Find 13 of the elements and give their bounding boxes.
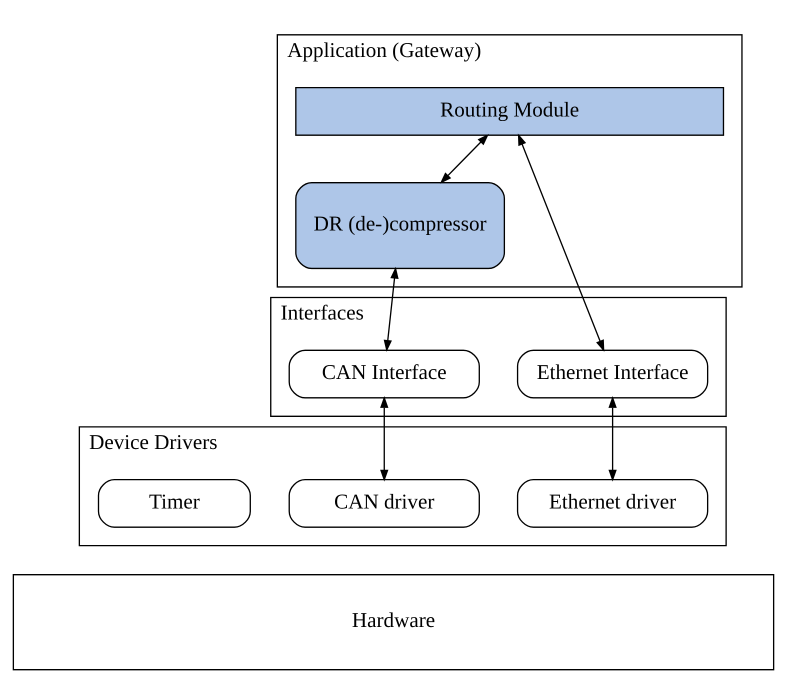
node-box: CAN driver (288, 478, 480, 528)
node-box: DR (de-)compressor (295, 182, 506, 269)
node-box: Routing Module (295, 86, 724, 136)
node-box: CAN Interface (288, 349, 480, 398)
arrow (518, 132, 604, 352)
node-box: Hardware (12, 574, 774, 670)
node-box: Timer (98, 478, 251, 528)
arrow (608, 396, 617, 482)
arrow (384, 266, 399, 352)
arrow (440, 133, 489, 184)
node-box: Ethernet driver (516, 478, 708, 528)
arrow (380, 396, 388, 482)
node-box: Ethernet Interface (516, 349, 708, 398)
